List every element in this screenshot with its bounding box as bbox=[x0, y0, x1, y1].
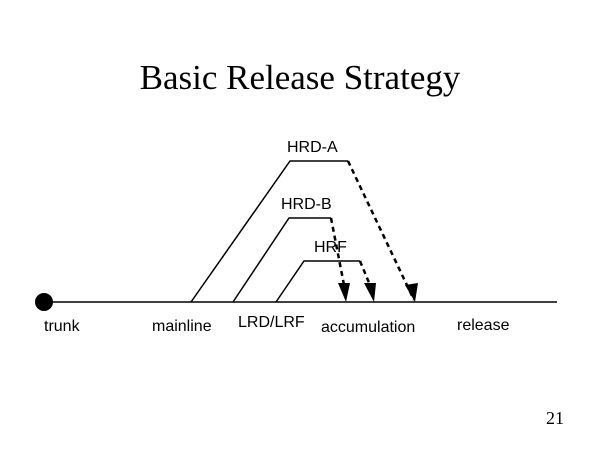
arrow-icon bbox=[338, 283, 350, 302]
label-hrd-b: HRD-B bbox=[281, 196, 332, 213]
arrow-icon bbox=[364, 283, 376, 302]
label-accumulation: accumulation bbox=[321, 319, 415, 336]
page-number: 21 bbox=[546, 408, 564, 428]
slide-title: Basic Release Strategy bbox=[139, 58, 461, 97]
label-hrf: HRF bbox=[314, 239, 347, 256]
label-lrd-lrf: LRD/LRF bbox=[238, 314, 305, 331]
label-trunk: trunk bbox=[44, 318, 81, 335]
trunk-origin-dot bbox=[35, 293, 53, 311]
label-release: release bbox=[457, 317, 510, 334]
branch-hrf bbox=[275, 260, 376, 303]
branch-hrd-b bbox=[232, 217, 350, 303]
label-mainline: mainline bbox=[152, 318, 212, 335]
branch-hrd-a bbox=[190, 160, 418, 303]
arrow-icon bbox=[405, 283, 418, 302]
label-hrd-a: HRD-A bbox=[287, 139, 338, 156]
